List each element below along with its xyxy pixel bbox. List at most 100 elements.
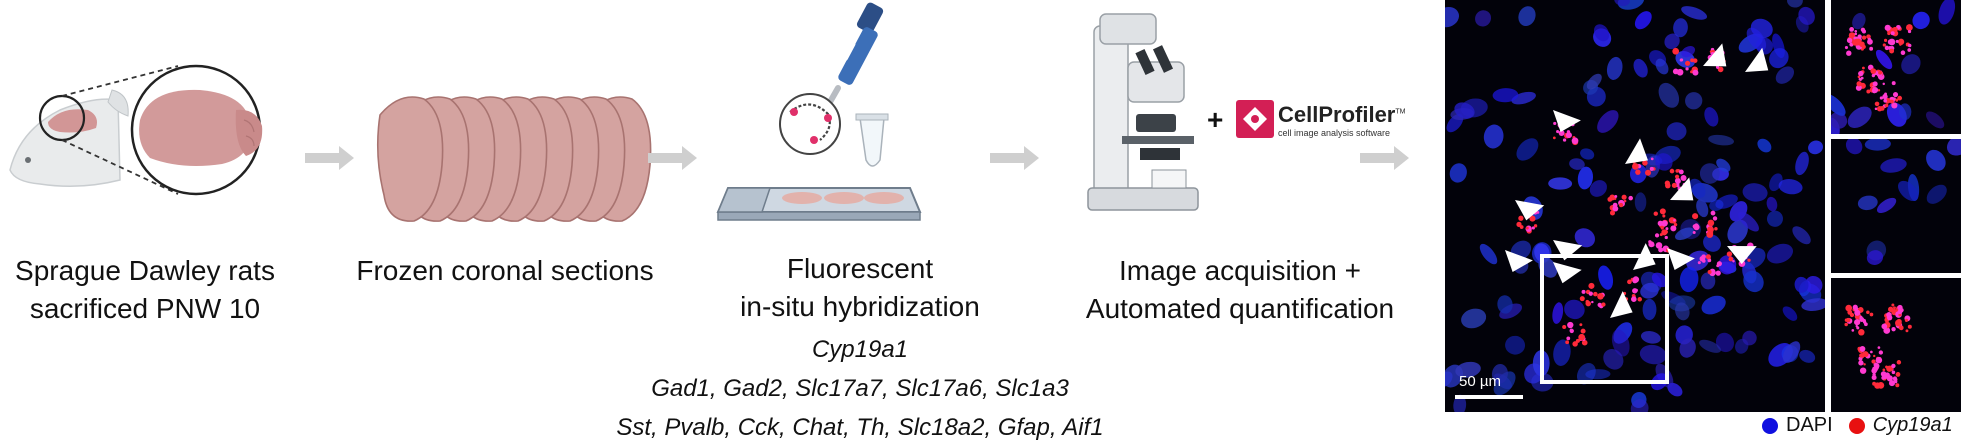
signal-dot: [1653, 211, 1658, 216]
signal-dot: [1875, 356, 1883, 364]
nucleus: [1852, 12, 1866, 30]
micrograph-inset-cyp19a1: [1831, 278, 1961, 412]
gene-line: Gad1, Gad2, Slc17a7, Slc17a6, Slc1a3: [651, 375, 1069, 402]
nucleus: [1864, 139, 1891, 151]
signal-dot: [1884, 372, 1890, 378]
signal-dot: [1849, 312, 1855, 318]
signal-dot: [1673, 222, 1678, 227]
nucleus: [1454, 102, 1475, 119]
fish-illustration: [710, 0, 940, 235]
signal-dot: [1684, 60, 1691, 66]
nucleus: [1757, 138, 1772, 153]
signal-dot: [1732, 260, 1735, 263]
signal-dot: [1634, 288, 1638, 292]
nucleus: [1743, 270, 1764, 293]
arrow-right-icon: [990, 145, 1040, 171]
signal-dot: [1861, 35, 1867, 40]
signal-dot: [1854, 309, 1861, 316]
signal-dot: [1665, 227, 1669, 231]
signal-dot: [1897, 309, 1903, 315]
nucleus: [1926, 184, 1947, 204]
nucleus: [1461, 308, 1487, 329]
nucleus: [1716, 158, 1731, 172]
signal-dot: [1621, 194, 1627, 200]
signal-dot: [1714, 227, 1718, 231]
nucleus: [1898, 103, 1912, 120]
signal-dot: [1881, 323, 1888, 330]
nucleus: [1880, 158, 1907, 173]
signal-dot: [1882, 82, 1885, 86]
nucleus: [1675, 227, 1694, 241]
signal-dot: [1883, 98, 1888, 103]
signal-dot: [1871, 375, 1877, 381]
signal-dot: [1657, 220, 1664, 227]
signal-dot: [1891, 81, 1896, 86]
nucleus: [1651, 272, 1668, 288]
nucleus: [1795, 151, 1809, 176]
signal-dot: [1705, 254, 1711, 260]
signal-dot: [1892, 91, 1899, 98]
caption-line: Sprague Dawley rats: [15, 255, 275, 286]
signal-dot: [1854, 319, 1861, 326]
nucleus: [1586, 73, 1602, 90]
nucleus: [1845, 139, 1863, 155]
nucleus: [1912, 11, 1930, 30]
signal-dot: [1637, 297, 1642, 302]
signal-dot: [1533, 224, 1538, 228]
nucleus: [1679, 338, 1696, 358]
nucleus: [1701, 295, 1726, 315]
signal-dot: [1661, 229, 1668, 236]
arrowhead-icon: [1667, 248, 1695, 271]
scale-bar: [1455, 395, 1523, 399]
signal-dot: [1873, 354, 1876, 358]
nucleus: [1455, 361, 1481, 378]
signal-dot: [1854, 32, 1858, 36]
signal-dot: [1907, 29, 1912, 34]
signal-dot: [1879, 105, 1885, 111]
signal-dot: [1618, 202, 1624, 208]
signal-dot: [1884, 45, 1890, 51]
signal-dot: [1707, 226, 1714, 233]
nucleus: [1445, 6, 1460, 28]
nucleus: [1778, 179, 1803, 195]
nucleus: [1799, 349, 1816, 363]
arrowhead-icon: [1610, 291, 1633, 318]
signal-dot: [1659, 208, 1666, 215]
signal-dot: [1588, 291, 1593, 296]
signal-dot: [1671, 182, 1677, 188]
signal-dot: [1849, 26, 1855, 32]
signal-dot: [1895, 383, 1900, 388]
nucleus: [1685, 92, 1703, 110]
nucleus: [1516, 138, 1539, 161]
nucleus: [1673, 18, 1688, 38]
signal-dot: [1900, 50, 1906, 56]
signal-dot: [1562, 138, 1567, 142]
brain-slices: [376, 96, 652, 222]
cellprofiler-tm: TM: [1395, 108, 1406, 116]
signal-dot: [1871, 359, 1876, 364]
signal-dot: [1907, 43, 1912, 48]
signal-dot: [1905, 24, 1913, 31]
nucleus: [1808, 140, 1823, 155]
signal-dot: [1692, 69, 1699, 76]
signal-dot: [1884, 24, 1891, 31]
nucleus: [1699, 163, 1720, 184]
nucleus: [1548, 177, 1573, 190]
signal-dot: [1886, 314, 1893, 321]
step-1-caption: Sprague Dawley rats sacrificed PNW 10: [0, 252, 300, 328]
nucleus: [1946, 139, 1961, 156]
nucleus: [1798, 6, 1815, 25]
signal-dot: [1655, 242, 1663, 249]
signal-dot: [1710, 231, 1714, 235]
signal-dot: [1654, 233, 1660, 238]
nucleus: [1715, 332, 1734, 353]
signal-dot: [1858, 329, 1865, 336]
signal-dot: [1851, 329, 1855, 332]
nucleus: [1766, 196, 1778, 212]
signal-dot: [1878, 70, 1883, 75]
signal-dot: [1623, 199, 1627, 203]
signal-dot: [1525, 226, 1529, 230]
step-4-caption: Image acquisition + Automated quantifica…: [1050, 252, 1430, 328]
signal-dot: [1642, 160, 1648, 166]
signal-dot: [1872, 81, 1878, 87]
